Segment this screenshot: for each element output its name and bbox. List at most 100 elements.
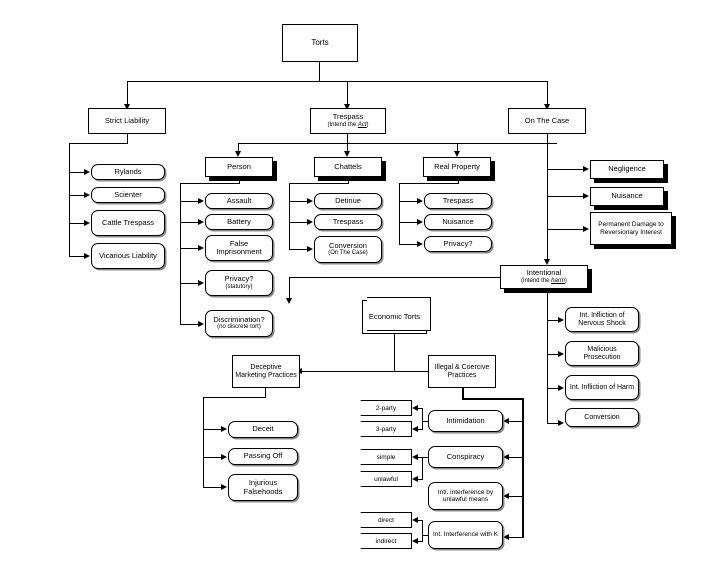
node-nuisance-otc[interactable]: Nuisance [590, 187, 664, 206]
arrow-indirect [412, 537, 418, 544]
node-privacy-realprop[interactable]: Privacy? [424, 236, 492, 252]
chevron-indirect-label: indirect [375, 537, 397, 545]
connector-party-out [422, 421, 428, 422]
node-negligence[interactable]: Negligence [590, 160, 664, 179]
node-injurious-falsehoods[interactable]: Injurious Falsehoods [228, 474, 298, 501]
connector-person-r4 [180, 283, 200, 284]
node-battery[interactable]: Battery [205, 214, 273, 230]
node-permanent-damage-label: Permanent Damage to Reversionary Interes… [598, 221, 664, 236]
node-rylands[interactable]: Rylands [91, 164, 165, 180]
node-on-the-case[interactable]: On The Case [508, 108, 586, 134]
node-int-interference-k-label: Int. Interference with K [432, 531, 499, 539]
node-torts[interactable]: Torts [282, 24, 358, 62]
connector-chattels-stem [348, 177, 349, 183]
node-trespass-realprop-label: Trespass [442, 195, 474, 205]
node-intl-interference-unlawful[interactable]: Intl. interference by unlawful means [428, 482, 503, 510]
connector-dec-r2 [203, 457, 223, 458]
node-injurious-falsehoods-label: Injurious Falsehoods [243, 478, 283, 496]
chevron-direct[interactable]: direct [352, 512, 412, 528]
node-deceptive-marketing[interactable]: Deceptive Marketing Practices [232, 355, 300, 388]
node-privacy-statutory[interactable]: Privacy? (statutory) [205, 270, 273, 296]
node-torts-label: Torts [311, 37, 329, 47]
node-permanent-damage[interactable]: Permanent Damage to Reversionary Interes… [590, 212, 672, 245]
connector-direct-in [415, 520, 423, 521]
node-real-property[interactable]: Real Property [423, 157, 491, 177]
node-false-imprisonment[interactable]: False Imprisonment [205, 235, 273, 261]
connector-dec-r1 [203, 429, 223, 430]
connector-realprop-turn [399, 183, 459, 184]
arrow-permanent-damage [583, 225, 589, 232]
arrow-infliction-harm [558, 384, 564, 391]
node-discrimination[interactable]: Discrimination? (no discrete tort) [205, 310, 273, 337]
connector-strict-spine [69, 143, 70, 256]
arrow-battery [198, 218, 204, 225]
node-intentional[interactable]: Intentional (intend the harm) [500, 265, 588, 289]
arrow-person [234, 151, 241, 157]
arrow-privacy-realprop [417, 240, 423, 247]
node-nervous-shock[interactable]: Int. Infliction of Nervous Shock [565, 307, 639, 332]
connector-realprop-r3 [399, 244, 419, 245]
connector-strict-r4 [69, 256, 86, 257]
node-strict-liability[interactable]: Strict Liability [88, 108, 166, 134]
arrow-intimidation [503, 417, 509, 424]
node-illegal-coercive[interactable]: Illegal & Coercive Practices [428, 355, 496, 388]
node-conversion-chattel[interactable]: Conversion (On The Case) [314, 236, 382, 263]
node-deceit[interactable]: Deceit [228, 421, 298, 438]
node-vicarious-liability[interactable]: Vicarious Liability [91, 243, 165, 269]
connector-indirect-in [415, 541, 423, 542]
chevron-simple-label: simple [376, 453, 396, 461]
node-chattels[interactable]: Chattels [314, 157, 382, 177]
node-malicious-prosecution-label: Malicious Prosecution [583, 345, 621, 361]
chevron-indirect[interactable]: indirect [352, 533, 412, 549]
connector-chattels-turn [289, 183, 349, 184]
node-malicious-prosecution[interactable]: Malicious Prosecution [565, 341, 639, 366]
connector-conspiracy-spine [422, 457, 423, 479]
arrow-simple [412, 453, 418, 460]
arrow-malicious-prosecution [558, 350, 564, 357]
node-detinue[interactable]: Detinue [314, 193, 382, 209]
node-infliction-harm[interactable]: Int. Infliction of Harm [565, 375, 639, 400]
node-conversion-intentional[interactable]: Conversion [565, 408, 639, 427]
node-battery-label: Battery [227, 216, 251, 226]
connector-simple-in [415, 457, 423, 458]
chevron-unlawful[interactable]: unlawful [352, 471, 412, 487]
node-cattle-trespass[interactable]: Cattle Trespass [91, 210, 165, 236]
node-passing-off[interactable]: Passing Off [228, 448, 298, 465]
arrow-passing-off [221, 453, 227, 460]
arrow-otc-to-intentional [543, 259, 550, 265]
node-person[interactable]: Person [205, 157, 273, 177]
connector-trespass-stem [347, 134, 348, 143]
chevron-direct-label: direct [378, 516, 394, 524]
node-trespass-chattel[interactable]: Trespass [314, 214, 382, 230]
connector-person-spine [180, 183, 181, 324]
arrow-privacy-statutory [198, 279, 204, 286]
node-conspiracy[interactable]: Conspiracy [428, 446, 503, 468]
connector-person-r1 [180, 201, 200, 202]
arrow-to-onthecase [543, 104, 550, 110]
chevron-3-party[interactable]: 3-party [352, 421, 412, 437]
connector-3party-in [415, 429, 423, 430]
connector-person-r3 [180, 248, 200, 249]
connector-realprop-stem [458, 177, 459, 183]
connector-intentional-stem [547, 289, 548, 301]
arrow-scienter [84, 191, 90, 198]
connector-strict-turn [69, 143, 128, 144]
node-vicarious-liability-label: Vicarious Liability [99, 250, 157, 260]
node-trespass[interactable]: Trespass (Intend the Act) [310, 108, 386, 134]
node-intimidation[interactable]: Intimidation [428, 410, 503, 432]
node-nuisance-realprop[interactable]: Nuisance [424, 214, 492, 230]
arrow-nuisance-realprop [417, 218, 423, 225]
arrow-conversion-intentional [558, 419, 564, 426]
node-conspiracy-label: Conspiracy [446, 451, 485, 461]
node-conversion-chattel-sub: (On The Case) [328, 250, 368, 257]
connector-strict-r1 [69, 172, 86, 173]
connector-otc-r2 [547, 196, 585, 197]
node-int-interference-k[interactable]: Int. Interference with K [428, 521, 503, 549]
node-deceptive-marketing-label: Deceptive Marketing Practices [235, 363, 297, 379]
chevron-simple[interactable]: simple [352, 449, 412, 465]
node-economic-torts[interactable]: Economic Torts [362, 297, 431, 334]
node-trespass-realprop[interactable]: Trespass [424, 193, 492, 209]
node-assault[interactable]: Assault [205, 193, 273, 209]
chevron-2-party[interactable]: 2-party [352, 400, 412, 416]
node-scienter[interactable]: Scienter [91, 187, 165, 203]
